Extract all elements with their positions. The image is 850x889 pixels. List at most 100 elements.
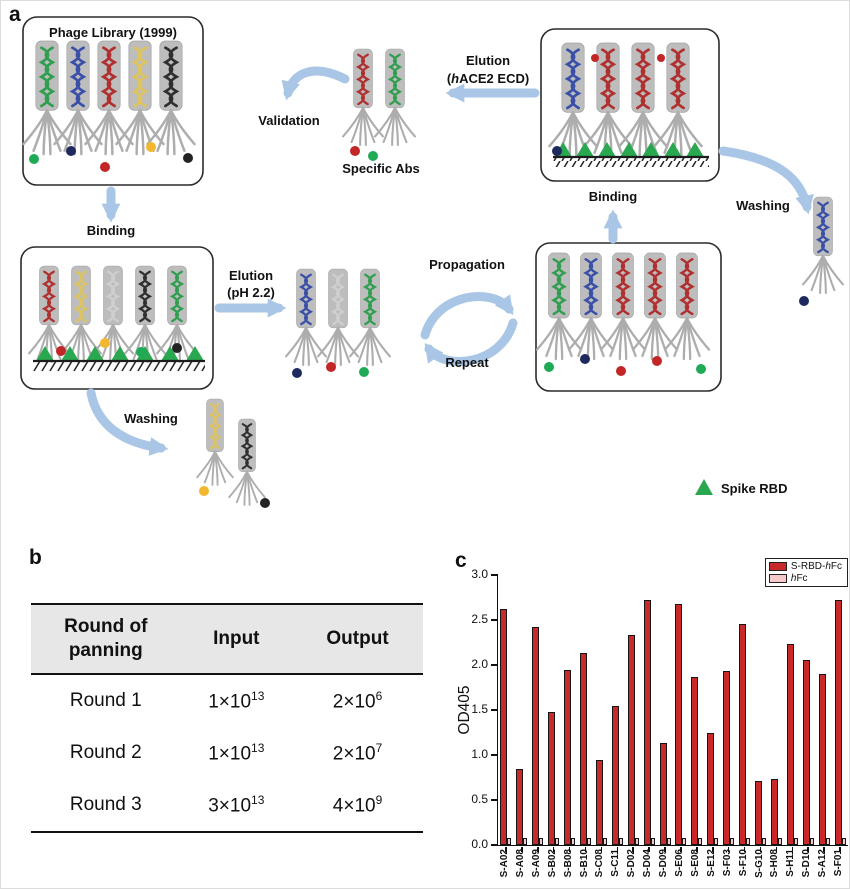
input-cell: 1×1013 <box>208 740 265 765</box>
bar-srbd-hfc <box>818 674 826 845</box>
binding-left-box <box>20 246 214 390</box>
bar-srbd-hfc <box>500 609 508 845</box>
bar-hfc <box>793 837 798 845</box>
bar-srbd-hfc <box>770 779 778 845</box>
x-tick-label: S-C11 <box>610 849 622 877</box>
bar-hfc <box>682 837 687 845</box>
specific-abs-phages <box>341 47 417 161</box>
y-tick-mark <box>491 619 498 621</box>
arrow-washing-left <box>86 388 169 456</box>
elution-ace2-label-line2: (hACE2 ECD) <box>447 71 529 86</box>
bar-group <box>643 600 655 845</box>
bar-srbd-hfc <box>659 743 667 845</box>
panel-b: b Round of panning Input Output Round 1 … <box>29 546 427 834</box>
propagated-phage-box <box>535 242 722 392</box>
y-tick-label: 3.0 <box>471 567 488 581</box>
flow-arrows <box>86 66 814 456</box>
x-tick-mark <box>664 847 666 852</box>
x-tick-mark <box>807 847 809 852</box>
propagated-phages <box>535 251 711 376</box>
x-tick-mark <box>648 847 650 852</box>
arrow-washing-right <box>718 146 814 215</box>
table-row: Round 2 1×1013 2×107 <box>31 727 423 779</box>
y-tick-mark <box>491 574 498 576</box>
x-tick-label: S-B10 <box>578 849 590 878</box>
bar-srbd-hfc <box>834 600 842 845</box>
bar-hfc <box>507 837 512 845</box>
x-tick-mark <box>632 847 634 852</box>
bar-group <box>707 732 719 845</box>
bar-group <box>834 600 846 845</box>
y-tick-mark <box>491 799 498 801</box>
round-cell: Round 2 <box>69 741 142 763</box>
binding-right-box <box>540 28 720 182</box>
bar-hfc <box>714 837 719 845</box>
x-tick-label: S-E08 <box>689 849 701 877</box>
bar-hfc <box>539 837 544 845</box>
spike-rbd-triangles-left <box>36 346 204 361</box>
spike-rbd-triangle-icon <box>695 479 713 495</box>
legend-item-hfc: hFc <box>768 573 842 584</box>
x-tick-label: S-A08 <box>514 849 526 878</box>
y-tick-mark <box>491 709 498 711</box>
x-tick-label: S-A12 <box>817 849 829 878</box>
panning-table: Round of panning Input Output Round 1 1×… <box>31 603 423 834</box>
spike-rbd-legend: Spike RBD <box>695 479 787 496</box>
x-tick-label: S-F01 <box>833 849 845 877</box>
panel-b-label: b <box>29 546 42 569</box>
bar-hfc <box>666 837 671 845</box>
bar-hfc <box>746 837 751 845</box>
arrow-propagation <box>420 292 514 340</box>
bar-hfc <box>730 837 735 845</box>
bar-hfc <box>825 837 830 845</box>
bar-group <box>739 623 751 845</box>
bar-group <box>675 603 687 845</box>
panel-a-label: a <box>9 3 21 26</box>
specific-abs-label: Specific Abs <box>342 161 420 176</box>
output-cell: 4×109 <box>332 793 383 817</box>
table-row: Round 1 1×1013 2×106 <box>31 674 423 727</box>
y-tick-mark <box>491 664 498 666</box>
bar-group <box>770 779 782 845</box>
bar-hfc <box>762 837 766 845</box>
validation-label: Validation <box>258 113 319 128</box>
bar-group <box>723 671 735 845</box>
elution-ace2-label-line1: Elution <box>466 53 510 68</box>
bar-hfc <box>555 837 560 845</box>
chart-legend: S-RBD-hFc hFc <box>764 558 848 587</box>
x-tick-label: S-F03 <box>721 849 733 877</box>
x-tick-label: S-B08 <box>562 849 574 878</box>
legend-swatch-hfc <box>768 574 787 583</box>
x-tick-label: S-H08 <box>769 849 781 878</box>
bar-group <box>500 609 512 845</box>
output-cell: 2×106 <box>332 688 383 712</box>
bar-srbd-hfc <box>516 768 524 845</box>
bar-group <box>611 705 623 845</box>
bar-hfc <box>571 837 576 845</box>
y-tick-label: 1.5 <box>471 702 488 716</box>
table-row: Round 3 3×1013 4×109 <box>31 779 423 832</box>
x-tick-label: S-G10 <box>753 849 765 878</box>
x-tick-label: S-B02 <box>546 849 558 878</box>
y-tick-mark <box>491 754 498 756</box>
x-tick-label: S-D09 <box>658 849 670 878</box>
x-tick-label: S-H11 <box>785 849 797 877</box>
binding-left-phages <box>27 264 205 371</box>
bar-srbd-hfc <box>564 669 572 845</box>
bar-group <box>595 759 607 845</box>
bar-group <box>802 659 814 845</box>
bar-srbd-hfc <box>755 781 762 845</box>
round-cell: Round 3 <box>69 794 142 816</box>
x-tick-mark <box>680 847 682 852</box>
bar-group <box>786 644 798 845</box>
legend-item-srbd-hfc: S-RBD-hFc <box>768 561 842 572</box>
elution-ph-label-line2: (pH 2.2) <box>227 285 275 300</box>
binding-right-phages <box>548 41 709 167</box>
washing-right-label: Washing <box>736 198 790 213</box>
bar-group <box>818 674 830 845</box>
washed-phages-left <box>196 397 270 508</box>
x-tick-label: S-D02 <box>626 849 638 878</box>
